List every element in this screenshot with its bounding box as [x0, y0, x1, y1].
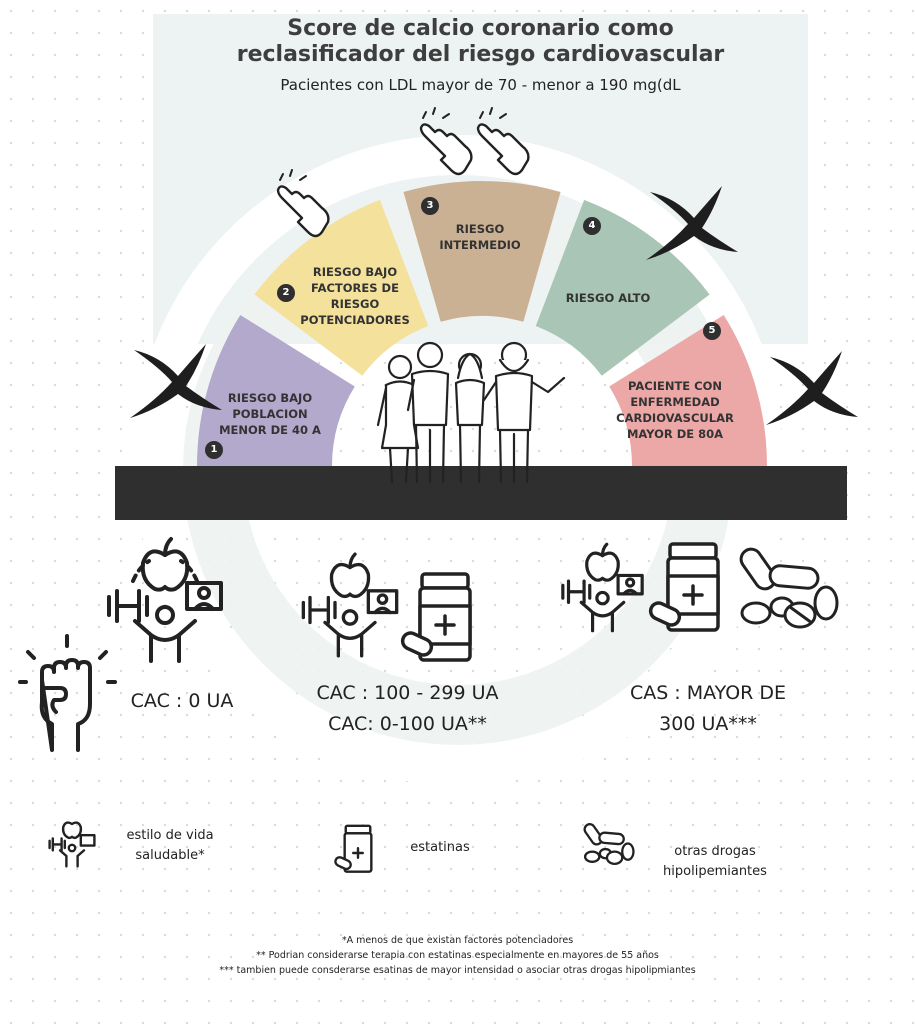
title-line-2: reclasificador del riesgo cardiovascular — [236, 42, 725, 67]
pills-icon — [583, 823, 635, 865]
statin-bottle-icon — [334, 824, 373, 873]
cross-mark-icon — [130, 344, 222, 418]
segment-1-badge: 1 — [205, 441, 223, 459]
page-subtitle: Pacientes con LDL mayor de 70 - menor a … — [280, 76, 681, 94]
lifestyle-icon — [48, 821, 96, 868]
risk-segment-1 — [197, 314, 355, 466]
segment-5-badge: 5 — [703, 322, 721, 340]
segment-4-label: RIESGO ALTO — [565, 291, 651, 305]
risk-segment-5 — [609, 314, 767, 466]
base-bar — [115, 466, 847, 520]
footnote-3: *** tambien puede consderarse esatinas d… — [219, 965, 696, 976]
segment-3-badge: 3 — [421, 197, 439, 215]
cac-zero-text: CAC : 0 UA — [130, 690, 234, 712]
pointing-hand-icon — [276, 169, 330, 238]
risk-segment-4 — [535, 199, 710, 376]
footnote-1: *A menos de que existan factores potenci… — [341, 935, 574, 946]
title-line-1: Score de calcio coronario como — [287, 16, 674, 41]
segment-2-badge: 2 — [277, 284, 295, 302]
pills-icon — [739, 547, 839, 629]
cross-mark-icon — [766, 351, 858, 425]
segment-4-badge: 4 — [583, 217, 601, 235]
legend-statins-label: estatinas — [410, 840, 470, 855]
footnote-2: ** Podrian considerarse terapia con esta… — [256, 950, 659, 961]
risk-segment-2 — [254, 199, 429, 376]
statin-bottle-icon — [400, 572, 472, 662]
pointing-hand-icon — [419, 107, 473, 176]
family-icon — [376, 341, 566, 484]
pointing-hand-icon — [476, 107, 530, 176]
raised-fist-icon — [18, 634, 117, 752]
statin-bottle-icon — [648, 542, 720, 632]
lifestyle-icon — [301, 552, 399, 658]
page-title: Score de calcio coronario como reclasifi… — [153, 16, 808, 68]
lifestyle-icon — [561, 542, 644, 633]
risk-segment-3 — [403, 181, 561, 322]
lifestyle-icon — [107, 537, 223, 663]
cross-mark-icon — [646, 186, 738, 260]
